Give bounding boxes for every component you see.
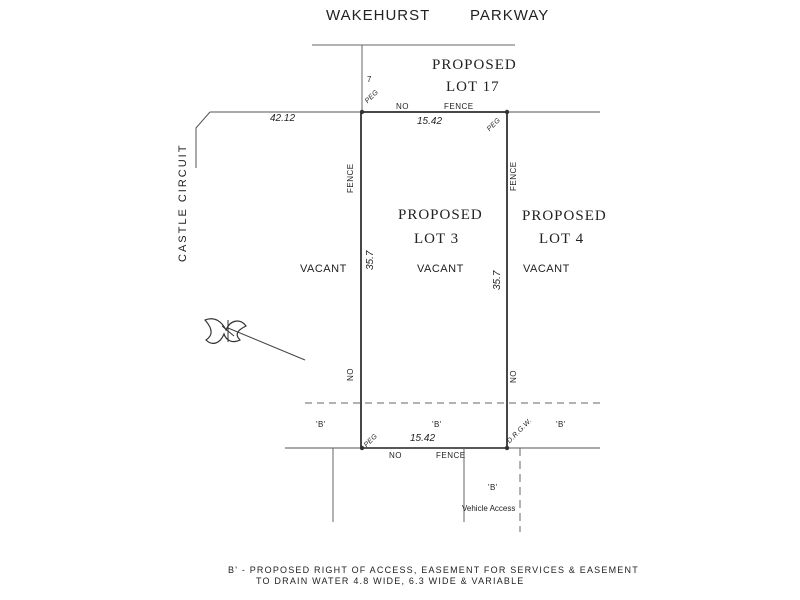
vehicle-access-label: Vehicle Access (462, 504, 516, 513)
castle-circuit-kerb (195, 111, 211, 168)
lot3-label-proposed: PROPOSED (398, 207, 483, 223)
south-edge-fence-label: FENCE (436, 451, 466, 460)
dimension-west-boundary: 35.7 (365, 250, 376, 270)
dimension-east-boundary: 35.7 (492, 270, 503, 290)
lot4-label-proposed: PROPOSED (522, 208, 607, 224)
south-edge-no-label: NO (389, 451, 402, 460)
easement-note-line1: B' - PROPOSED RIGHT OF ACCESS, EASEMENT … (228, 565, 639, 575)
west-edge-fence-label: FENCE (346, 163, 355, 193)
peg-se-marker (504, 445, 510, 451)
vacant-label-lot4: VACANT (523, 263, 570, 275)
easement-b-label-east: 'B' (556, 420, 566, 429)
easement-b-label-west: 'B' (316, 420, 326, 429)
easement-b-label-lot3: 'B' (432, 420, 442, 429)
lot17-label-number: LOT 17 (446, 79, 500, 95)
vacant-label-lot3: VACANT (417, 263, 464, 275)
east-edge-fence-label: FENCE (509, 161, 518, 191)
north-arrow-icon (203, 318, 306, 361)
west-edge-no-label: NO (346, 368, 355, 381)
road-name-wakehurst: WAKEHURST (326, 7, 431, 24)
peg-sw-marker (359, 445, 365, 451)
road-name-castle-circuit: CASTLE CIRCUIT (177, 143, 189, 262)
lot4-label-number: LOT 4 (539, 231, 585, 247)
easement-b-label-access: 'B' (488, 483, 498, 492)
lot3-label-number: LOT 3 (414, 231, 460, 247)
road-name-parkway: PARKWAY (470, 7, 550, 24)
easement-note-line2: TO DRAIN WATER 4.8 WIDE, 6.3 WIDE & VARI… (256, 576, 525, 586)
lot17-corner-number: 7 (367, 75, 372, 84)
peg-ne-marker (504, 109, 510, 115)
vacant-label-west: VACANT (300, 263, 347, 275)
peg-nw-marker (359, 109, 365, 115)
north-edge-no-label: NO (396, 102, 409, 111)
dimension-north-boundary: 15.42 (417, 116, 443, 127)
north-edge-fence-label: FENCE (444, 102, 474, 111)
lot3-boundary (360, 111, 508, 449)
east-edge-no-label: NO (509, 370, 518, 383)
dimension-south-boundary: 15.42 (410, 433, 436, 444)
dimension-road-frontage: 42.12 (270, 113, 296, 124)
lot17-label-proposed: PROPOSED (432, 57, 517, 73)
